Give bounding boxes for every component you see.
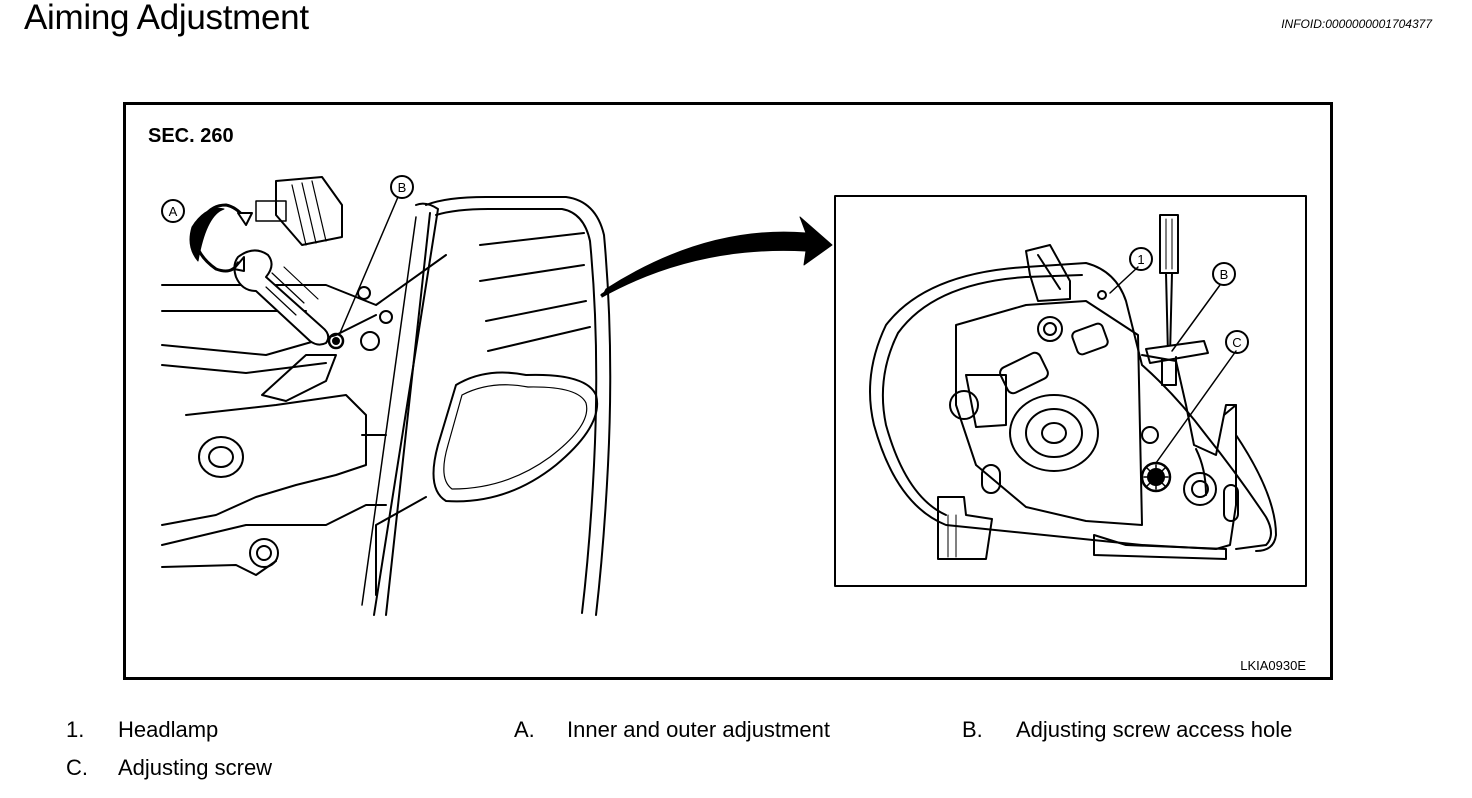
legend-item-c: C. Adjusting screw (66, 755, 496, 783)
legend-item-a: A. Inner and outer adjustment (514, 717, 944, 745)
legend-text: Headlamp (118, 717, 219, 742)
headlamp-aiming-illustration: A B (161, 175, 1307, 616)
info-id: INFOID:0000000001704377 (1281, 17, 1432, 31)
callout-c: C (1232, 335, 1241, 350)
page-title: Aiming Adjustment (24, 0, 309, 37)
callout-b: B (398, 180, 407, 195)
legend-text: Inner and outer adjustment (567, 717, 830, 742)
illustration-figure: A B (123, 102, 1333, 680)
legend-key: B. (962, 717, 983, 742)
legend-item-1: 1. Headlamp (66, 717, 496, 745)
legend-key: C. (66, 755, 88, 780)
left-view-drawing (161, 175, 612, 616)
callout-1: 1 (1137, 252, 1144, 267)
legend-key: 1. (66, 717, 85, 742)
legend-item-b: B. Adjusting screw access hole (962, 717, 1382, 745)
detail-arrow (600, 216, 833, 298)
section-label: SEC. 260 (148, 125, 234, 147)
headlamp-detail-drawing (869, 214, 1277, 560)
detail-box (834, 195, 1307, 587)
figure-id: LKIA0930E (1240, 658, 1306, 673)
callout-b-detail: B (1220, 267, 1229, 282)
callout-a: A (169, 204, 178, 219)
legend-text: Adjusting screw access hole (1016, 717, 1293, 742)
legend-key: A. (514, 717, 535, 742)
legend-text: Adjusting screw (118, 755, 273, 780)
